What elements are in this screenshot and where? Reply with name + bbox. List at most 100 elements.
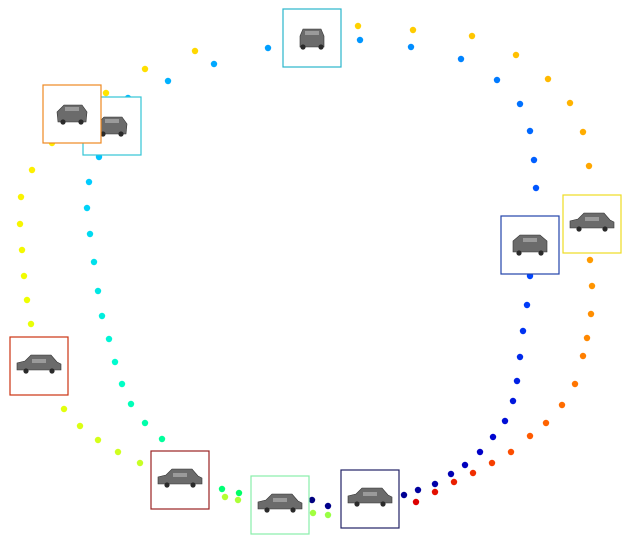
inner-ring-dot: [264, 44, 272, 52]
inner-ring-dot: [509, 397, 517, 405]
car-side-icon: [16, 354, 62, 374]
inner-ring-dot: [235, 489, 243, 497]
car-wheel: [354, 501, 360, 507]
inner-ring-dot: [407, 43, 415, 51]
outer-ring-dot: [60, 405, 68, 413]
outer-ring-dot: [579, 352, 587, 360]
outer-ring-dot: [136, 459, 144, 467]
thumbnail-view-7: [250, 475, 310, 535]
outer-ring-dot: [17, 193, 25, 201]
inner-ring-dot: [86, 230, 94, 238]
outer-ring-dot: [412, 498, 420, 506]
car-body: [56, 104, 88, 123]
outer-ring-dot: [542, 419, 550, 427]
car-side-icon: [157, 468, 203, 488]
outer-ring-dot: [191, 47, 199, 55]
inner-ring-dot: [118, 380, 126, 388]
inner-ring-dot: [489, 433, 497, 441]
car-wheel: [23, 368, 29, 374]
inner-ring-dot: [127, 400, 135, 408]
inner-ring-dot: [400, 491, 408, 499]
outer-ring-dot: [94, 436, 102, 444]
inner-ring-dot: [210, 60, 218, 68]
outer-ring-dot: [102, 89, 110, 97]
inner-ring-dot: [516, 353, 524, 361]
thumbnail-view-0: [282, 8, 342, 68]
inner-ring-dot: [141, 419, 149, 427]
outer-ring-dot: [586, 256, 594, 264]
inner-ring-dot: [111, 358, 119, 366]
outer-ring-dot: [431, 488, 439, 496]
inner-ring-dot: [516, 100, 524, 108]
car-window: [173, 473, 187, 477]
inner-ring-dot: [158, 435, 166, 443]
outer-ring-dot: [488, 459, 496, 467]
inner-ring-dot: [513, 377, 521, 385]
inner-ring-dot: [476, 448, 484, 456]
inner-ring-dot: [218, 485, 226, 493]
car-angled-icon: [56, 104, 88, 125]
inner-ring-dot: [431, 480, 439, 488]
thumbnail-view-8: [340, 469, 400, 529]
inner-ring-dot: [447, 470, 455, 478]
car-window: [65, 107, 79, 111]
outer-ring-dot: [468, 32, 476, 40]
inner-ring-dot: [519, 327, 527, 335]
inner-ring-dot: [356, 36, 364, 44]
car-wheel: [264, 507, 270, 513]
outer-ring-dot: [583, 334, 591, 342]
inner-ring-dot: [461, 461, 469, 469]
car-wheel: [576, 226, 582, 232]
car-angled-icon: [96, 116, 128, 137]
outer-ring-dot: [566, 99, 574, 107]
outer-ring-dot: [585, 162, 593, 170]
inner-ring-dot: [414, 486, 422, 494]
car-wheel: [118, 131, 124, 137]
inner-ring-dot: [493, 76, 501, 84]
outer-ring-dot: [324, 511, 332, 519]
outer-ring-dot: [234, 496, 242, 504]
outer-ring-dot: [114, 448, 122, 456]
outer-ring-dot: [579, 128, 587, 136]
outer-ring-dot: [526, 432, 534, 440]
car-window: [305, 31, 319, 35]
inner-ring-dot: [523, 301, 531, 309]
car-wheel: [190, 482, 196, 488]
outer-ring-dot: [309, 509, 317, 517]
inner-ring-dot: [90, 258, 98, 266]
outer-ring-dot: [354, 22, 362, 30]
inner-ring-dot: [105, 335, 113, 343]
outer-ring-dot: [18, 246, 26, 254]
outer-ring-dot: [512, 51, 520, 59]
inner-ring-dot: [501, 417, 509, 425]
car-window: [585, 217, 599, 221]
thumbnail-view-2: [42, 84, 102, 144]
inner-ring-dot: [324, 502, 332, 510]
car-window: [273, 498, 287, 502]
car-wheel: [164, 482, 170, 488]
car-wheel: [60, 119, 66, 125]
outer-ring-dot: [544, 75, 552, 83]
thumbnail-view-4: [562, 194, 622, 254]
inner-ring-dot: [530, 156, 538, 164]
car-wheel: [300, 44, 306, 50]
inner-ring-dot: [526, 127, 534, 135]
car-front-icon: [299, 28, 325, 50]
outer-ring-dot: [16, 220, 24, 228]
car-side-icon: [257, 493, 303, 513]
car-wheel: [602, 226, 608, 232]
car-side-icon: [347, 487, 393, 507]
outer-ring-dot: [141, 65, 149, 73]
outer-ring-dot: [20, 272, 28, 280]
outer-ring-dots: [16, 22, 596, 519]
outer-ring-dot: [588, 282, 596, 290]
viewpoint-thumbnails: [9, 8, 622, 535]
outer-ring-dot: [28, 166, 36, 174]
car-rear-icon: [512, 234, 548, 256]
outer-ring-dot: [450, 478, 458, 486]
car-window: [363, 492, 377, 496]
car-side-icon: [569, 212, 615, 232]
car-wheel: [380, 501, 386, 507]
car-window: [523, 238, 537, 242]
